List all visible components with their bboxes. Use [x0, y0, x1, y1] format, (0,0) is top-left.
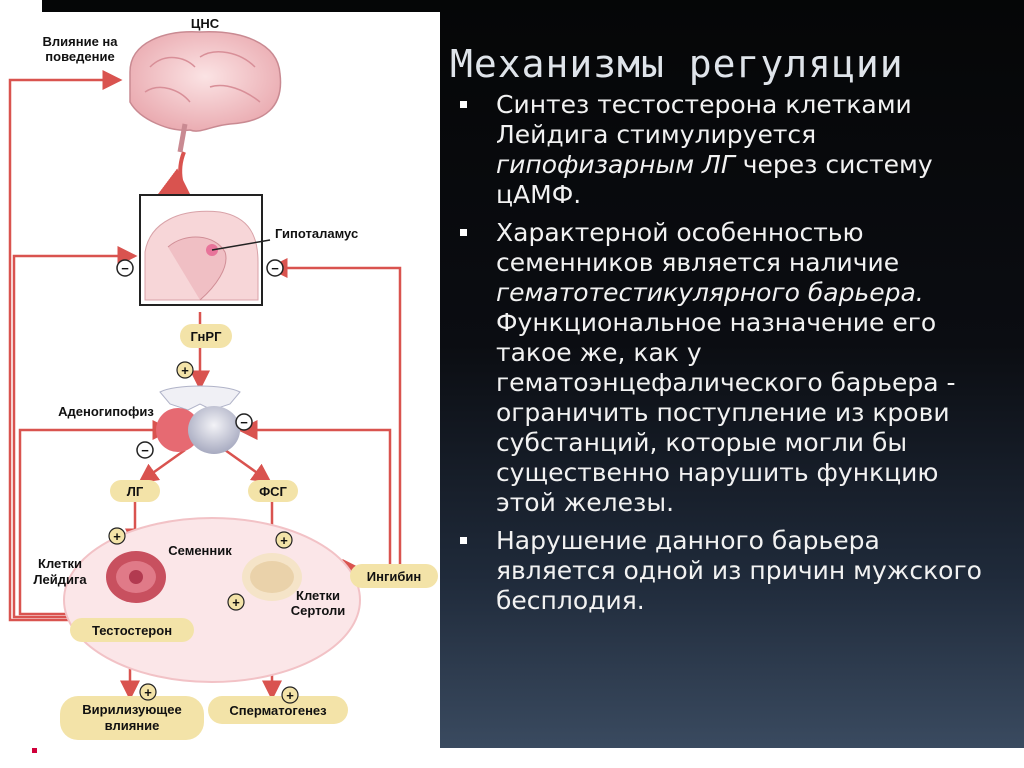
minus-sign: − — [240, 415, 248, 430]
bullet-text: Нарушение данного барьера является одной… — [496, 526, 982, 615]
diagram-svg: − − + − − + + + + + ЦНС Влияние на повед… — [8, 16, 438, 740]
label-testosterone: Тестостерон — [92, 623, 172, 638]
bullet-text: Синтез тестостерона клетками Лейдига сти… — [496, 90, 912, 149]
diagram-labels: ЦНС Влияние на поведение Гипоталамус ГнР… — [33, 16, 421, 733]
bullet-italic-text: гематотестикулярного барьера. — [496, 278, 924, 307]
plus-sign: + — [181, 363, 189, 378]
label-spermatogenesis: Сперматогенез — [229, 703, 327, 718]
label-adenohypophysis: Аденогипофиз — [58, 404, 154, 419]
brain-illustration — [129, 31, 282, 153]
signs: − − + − − + + + + + — [108, 259, 299, 704]
label-sertoli-line1: Клетки — [296, 588, 340, 603]
regulation-diagram: − − + − − + + + + + ЦНС Влияние на повед… — [0, 12, 440, 748]
plus-sign: + — [113, 529, 121, 544]
plus-sign: + — [232, 595, 240, 610]
label-virilizing-line1: Вирилизующее — [82, 702, 181, 717]
bullet-item: Нарушение данного барьера является одной… — [460, 526, 1000, 616]
minus-sign: − — [121, 261, 129, 276]
label-lh: ЛГ — [127, 484, 144, 499]
label-fsh: ФСГ — [259, 484, 287, 499]
label-virilizing-line2: влияние — [105, 718, 160, 733]
label-behavior-line1: Влияние на — [43, 34, 119, 49]
label-leydig-line2: Лейдига — [33, 572, 87, 587]
hypothalamus-box — [139, 194, 271, 306]
label-testis: Семенник — [168, 543, 232, 558]
bullet-text: Характерной особенностью семенников явля… — [496, 218, 900, 277]
plus-sign: + — [286, 688, 294, 703]
feedback-lines — [8, 70, 402, 701]
bullet-marker — [460, 101, 467, 108]
label-leydig-line1: Клетки — [38, 556, 82, 571]
label-sertoli-line2: Сертоли — [291, 603, 345, 618]
label-cns: ЦНС — [191, 16, 220, 31]
bullet-marker — [460, 537, 467, 544]
label-inhibin: Ингибин — [367, 569, 421, 584]
plus-sign: + — [144, 685, 152, 700]
bullet-item: Характерной особенностью семенников явля… — [460, 218, 1000, 518]
label-pills — [60, 324, 438, 740]
bottom-border — [0, 748, 1024, 768]
minus-sign: − — [271, 261, 279, 276]
bullet-item: Синтез тестостерона клетками Лейдига сти… — [460, 90, 1000, 210]
bullet-list: Синтез тестостерона клетками Лейдига сти… — [460, 90, 1000, 624]
bullet-marker — [460, 229, 467, 236]
corner-marker — [32, 748, 37, 753]
label-gnrh: ГнРГ — [191, 329, 223, 344]
minus-sign: − — [141, 443, 149, 458]
bullet-italic-text: гипофизарным ЛГ — [496, 150, 735, 179]
slide-title: Механизмы регуляции — [450, 42, 904, 86]
bullet-text: через систему цАМФ. — [496, 150, 933, 209]
plus-sign: + — [280, 533, 288, 548]
label-hypothalamus: Гипоталамус — [275, 226, 358, 241]
label-behavior-line2: поведение — [45, 49, 114, 64]
bullet-text: Функциональное назначение его такое же, … — [496, 308, 956, 517]
pituitary-illustration — [156, 385, 241, 454]
